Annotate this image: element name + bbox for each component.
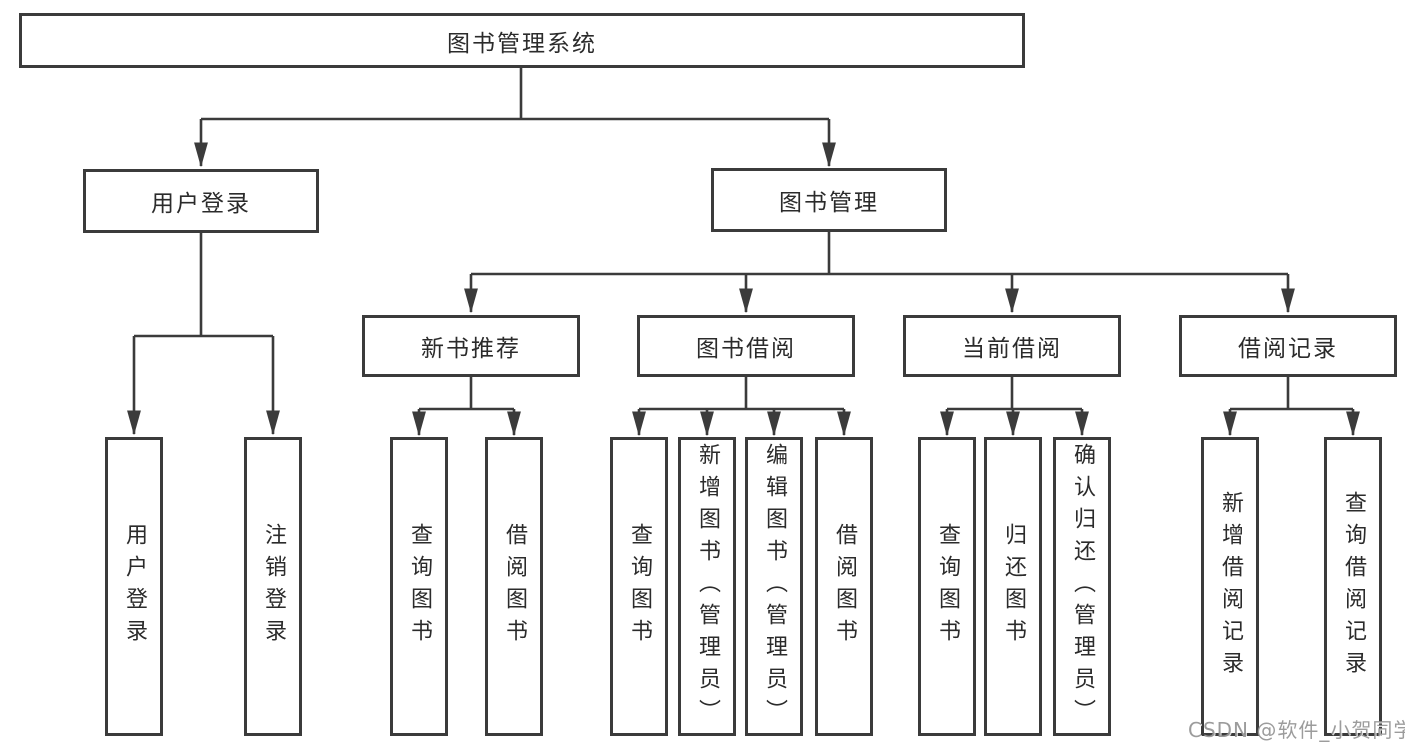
leaf-recommend-borrow-books-label: 借阅图书	[502, 522, 527, 651]
leaf-recommend-borrow-books: 借阅图书	[485, 437, 543, 736]
node-user-login-label: 用户登录	[151, 191, 251, 217]
connector-group	[127, 68, 1360, 437]
node-book-management: 图书管理	[711, 168, 947, 232]
leaf-edit-book-admin: 编辑图书（管理员）	[745, 437, 803, 736]
leaf-user-login-label: 用户登录	[122, 522, 147, 651]
node-book-management-label: 图书管理	[779, 190, 879, 216]
leaf-confirm-return-admin: 确认归还（管理员）	[1053, 437, 1111, 736]
leaf-recommend-query-books: 查询图书	[390, 437, 448, 736]
leaf-query-borrow-record: 查询借阅记录	[1324, 437, 1382, 736]
node-root-system: 图书管理系统	[19, 13, 1025, 68]
leaf-edit-book-admin-label: 编辑图书（管理员）	[762, 442, 787, 731]
node-book-borrow-label: 图书借阅	[696, 336, 796, 362]
leaf-current-query-books-label: 查询图书	[935, 522, 960, 651]
leaf-logout-label: 注销登录	[261, 522, 286, 651]
leaf-borrow-query-books: 查询图书	[610, 437, 668, 736]
leaf-borrow-borrow-books-label: 借阅图书	[832, 522, 857, 651]
node-borrow-records: 借阅记录	[1179, 315, 1397, 377]
leaf-borrow-borrow-books: 借阅图书	[815, 437, 873, 736]
node-current-borrow-label: 当前借阅	[962, 336, 1062, 362]
csdn-watermark: CSDN @软件_小贺同学	[1188, 718, 1405, 742]
node-current-borrow: 当前借阅	[903, 315, 1121, 377]
leaf-user-login: 用户登录	[105, 437, 163, 736]
node-new-book-recommend: 新书推荐	[362, 315, 580, 377]
leaf-add-borrow-record: 新增借阅记录	[1201, 437, 1259, 736]
leaf-add-borrow-record-label: 新增借阅记录	[1218, 490, 1243, 683]
node-user-login: 用户登录	[83, 169, 319, 233]
node-root-label: 图书管理系统	[447, 30, 597, 57]
node-new-book-recommend-label: 新书推荐	[421, 336, 521, 362]
leaf-query-borrow-record-label: 查询借阅记录	[1341, 490, 1366, 683]
leaf-borrow-query-books-label: 查询图书	[627, 522, 652, 651]
leaf-return-book-label: 归还图书	[1001, 522, 1026, 651]
node-book-borrow: 图书借阅	[637, 315, 855, 377]
leaf-add-book-admin-label: 新增图书（管理员）	[695, 442, 720, 731]
leaf-recommend-query-books-label: 查询图书	[407, 522, 432, 651]
node-borrow-records-label: 借阅记录	[1238, 336, 1338, 362]
leaf-current-query-books: 查询图书	[918, 437, 976, 736]
leaf-confirm-return-admin-label: 确认归还（管理员）	[1070, 442, 1095, 731]
leaf-return-book: 归还图书	[984, 437, 1042, 736]
leaf-logout: 注销登录	[244, 437, 302, 736]
leaf-add-book-admin: 新增图书（管理员）	[678, 437, 736, 736]
